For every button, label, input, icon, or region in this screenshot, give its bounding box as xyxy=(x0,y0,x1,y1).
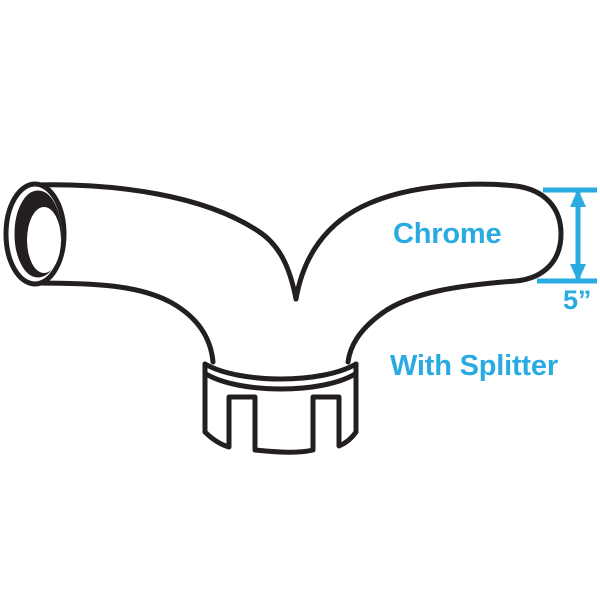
dimension-arrowhead-down xyxy=(570,264,586,282)
right-arm-bottom-edge xyxy=(345,278,519,365)
pipe-body-group xyxy=(30,181,564,365)
collar-bottom-notched-edge xyxy=(202,394,359,455)
left-arm-bottom-edge xyxy=(32,280,216,365)
collar-band-line xyxy=(203,371,358,392)
splitter-collar-group xyxy=(202,361,359,455)
inlet-pipe-opening-group xyxy=(3,181,67,287)
finish-label: Chrome xyxy=(393,218,502,250)
dimension-callout-group xyxy=(537,187,597,284)
right-arm-end-cap xyxy=(513,183,564,284)
right-arm-top-edge xyxy=(293,181,519,302)
collar-top-rim xyxy=(202,361,359,382)
dimension-label: 5” xyxy=(563,285,592,315)
left-arm-top-edge xyxy=(30,182,299,302)
feature-label: With Splitter xyxy=(390,350,558,382)
dimension-arrowhead-up xyxy=(570,189,586,207)
tube-bore-highlight xyxy=(27,207,61,273)
